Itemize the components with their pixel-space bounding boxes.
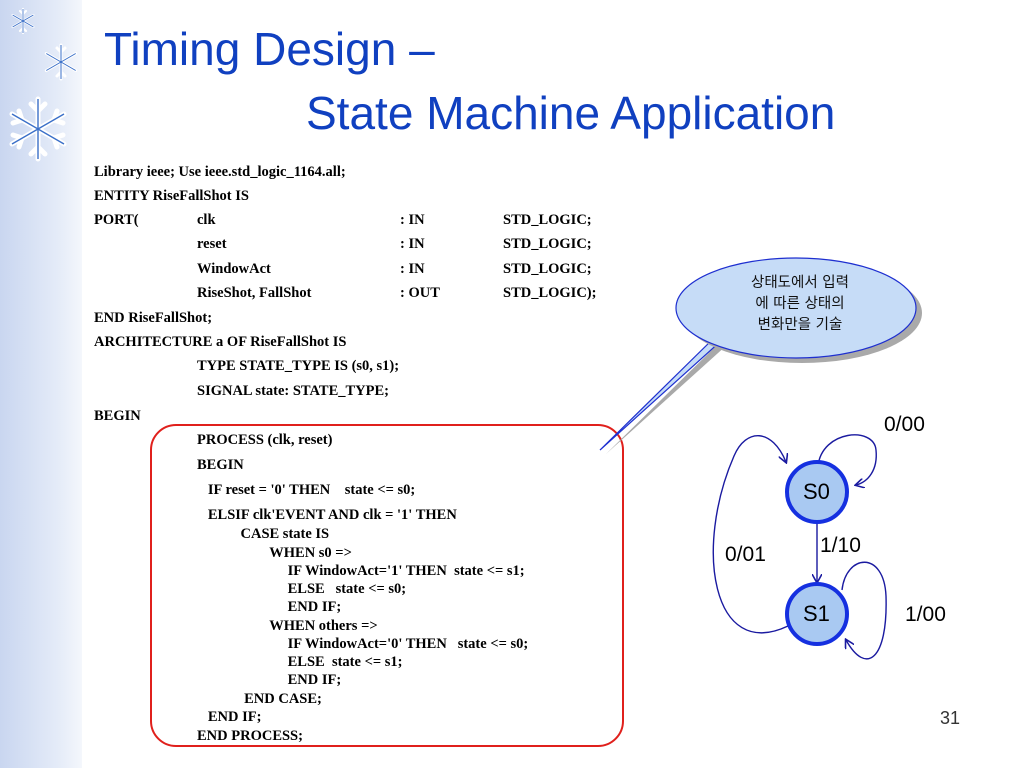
code-line-18-c2: IF WindowAct='1' THEN state <= s1; — [197, 563, 525, 579]
code-line-3-c3: : IN — [400, 212, 425, 228]
code-line-14-c2: IF reset = '0' THEN state <= s0; — [197, 482, 416, 498]
snowflake-icon — [9, 96, 67, 162]
state-s0-label: S0 — [803, 479, 830, 504]
code-line-3-c2: clk — [197, 212, 216, 228]
code-line-2-c1: ENTITY RiseFallShot IS — [94, 188, 249, 204]
code-line-13-c2: BEGIN — [197, 457, 244, 473]
code-line-4-c3: : IN — [400, 236, 425, 252]
code-line-24-c2: END IF; — [197, 672, 342, 688]
code-line-8-c1: ARCHITECTURE a OF RiseFallShot IS — [94, 334, 347, 350]
code-line-3-c4: STD_LOGIC; — [503, 212, 592, 228]
state-s1-node — [785, 582, 849, 646]
code-line-4-c4: STD_LOGIC; — [503, 236, 592, 252]
code-line-20-c2: END IF; — [197, 599, 342, 615]
code-line-6-c3: : OUT — [400, 285, 440, 301]
code-line-23-c2: ELSE state <= s1; — [197, 654, 403, 670]
transition-s1-self — [841, 561, 887, 660]
code-line-9-c2: TYPE STATE_TYPE IS (s0, s1); — [197, 358, 400, 374]
code-line-4-c2: reset — [197, 236, 227, 252]
callout-line: 에 따른 상태의 — [755, 296, 845, 312]
code-line-6-c2: RiseShot, FallShot — [197, 285, 312, 301]
state-s1-label: S1 — [803, 601, 830, 626]
code-line-15-c2: ELSIF clk'EVENT AND clk = '1' THEN — [197, 507, 457, 523]
code-line-16-c2: CASE state IS — [197, 526, 330, 542]
code-line-7-c1: END RiseFallShot; — [94, 310, 213, 326]
callout-bubble — [675, 257, 917, 359]
code-line-25-c2: END CASE; — [197, 691, 322, 707]
code-line-17-c2: WHEN s0 => — [197, 545, 352, 561]
speech-callout — [599, 257, 922, 454]
slide-title-line1: Timing Design – — [104, 23, 435, 75]
code-line-5-c2: WindowAct — [197, 261, 271, 277]
callout-line: 변화만을 기술 — [757, 317, 843, 333]
code-line-21-c2: WHEN others => — [197, 618, 378, 634]
code-line-1-c1: Library ieee; Use ieee.std_logic_1164.al… — [94, 164, 346, 180]
code-line-6-c4: STD_LOGIC); — [503, 285, 597, 301]
code-line-26-c2: END IF; — [197, 709, 262, 725]
slide-title-line2: State Machine Application — [306, 87, 836, 139]
state-s0-node — [785, 460, 849, 524]
callout-text: 상태도에서 입력 에 따른 상태의 변화만을 기술 — [700, 273, 900, 336]
snowflake-icon — [44, 43, 78, 81]
code-line-22-c2: IF WindowAct='0' THEN state <= s0; — [197, 636, 529, 652]
label-s0-self: 0/00 — [884, 413, 925, 436]
callout-tail-shadow — [606, 326, 748, 454]
code-line-5-c4: STD_LOGIC; — [503, 261, 592, 277]
code-line-5-c3: : IN — [400, 261, 425, 277]
code-line-3-c1: PORT( — [94, 212, 139, 228]
transition-s1-to-s0 — [712, 435, 788, 634]
code-line-12-c2: PROCESS (clk, reset) — [197, 432, 333, 448]
page-number: 31 — [939, 708, 960, 728]
label-s0-to-s1: 1/10 — [820, 534, 861, 557]
label-s1-self: 1/00 — [905, 603, 946, 626]
code-line-10-c2: SIGNAL state: STATE_TYPE; — [197, 383, 390, 399]
label-s1-to-s0: 0/01 — [725, 543, 766, 566]
code-highlight-box — [150, 424, 624, 747]
transition-s0-self — [817, 434, 877, 485]
code-line-11-c1: BEGIN — [94, 408, 141, 424]
code-line-19-c2: ELSE state <= s0; — [197, 581, 407, 597]
callout-line: 상태도에서 입력 — [751, 275, 849, 291]
code-line-27-c2: END PROCESS; — [197, 728, 303, 744]
snowflake-icon — [11, 7, 35, 35]
